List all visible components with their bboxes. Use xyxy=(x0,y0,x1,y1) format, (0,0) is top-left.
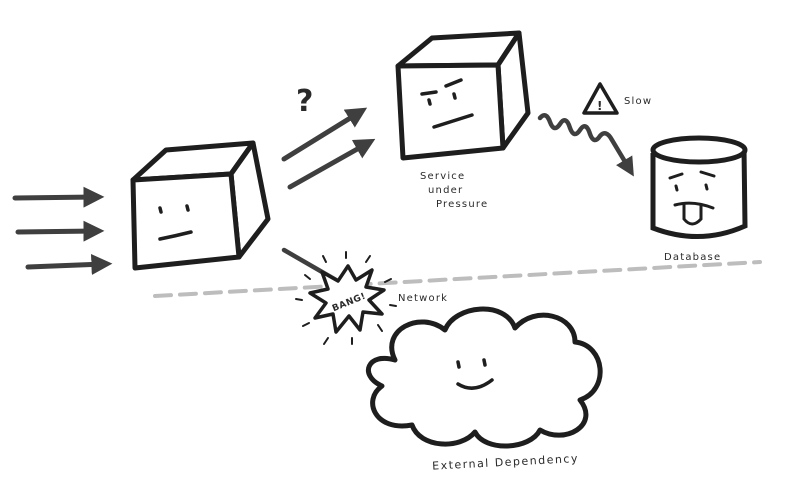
incoming-arrow-1 xyxy=(12,186,105,208)
network-label: Network xyxy=(398,293,448,304)
database-face xyxy=(668,170,716,226)
incoming-arrow-3 xyxy=(25,254,113,275)
client-box-face xyxy=(158,204,193,241)
external-dependency-label: External Dependency xyxy=(432,452,579,473)
cloud-face xyxy=(456,358,494,390)
database-top xyxy=(650,135,748,165)
incoming-arrows xyxy=(12,186,113,275)
client-box-front xyxy=(130,171,242,271)
service-arrow-1 xyxy=(281,107,368,162)
database-body xyxy=(650,147,748,239)
svg-text:!: ! xyxy=(597,99,602,113)
slow-label: Slow xyxy=(624,96,652,107)
service-arrow-2 xyxy=(287,138,376,190)
warning-icon: ! xyxy=(582,82,619,115)
database-icon xyxy=(650,135,748,239)
svg-text:Service: Service xyxy=(420,171,465,182)
service-arrows xyxy=(281,107,376,190)
cloud-icon xyxy=(366,306,603,449)
service-label: Service under Pressure xyxy=(420,171,488,210)
svg-text:Pressure: Pressure xyxy=(436,199,488,210)
bang-burst: BANG! xyxy=(295,251,397,345)
service-box xyxy=(395,30,531,161)
slow-squiggle-arrow xyxy=(537,113,634,177)
network-line xyxy=(153,260,762,298)
service-box-front xyxy=(395,62,506,161)
question-mark: ? xyxy=(296,84,313,119)
incoming-arrow-2 xyxy=(15,220,105,242)
service-box-face xyxy=(420,78,474,129)
database-label: Database xyxy=(664,252,721,263)
svg-text:under: under xyxy=(428,185,463,196)
database-tongue xyxy=(682,203,703,226)
client-box xyxy=(130,140,271,271)
